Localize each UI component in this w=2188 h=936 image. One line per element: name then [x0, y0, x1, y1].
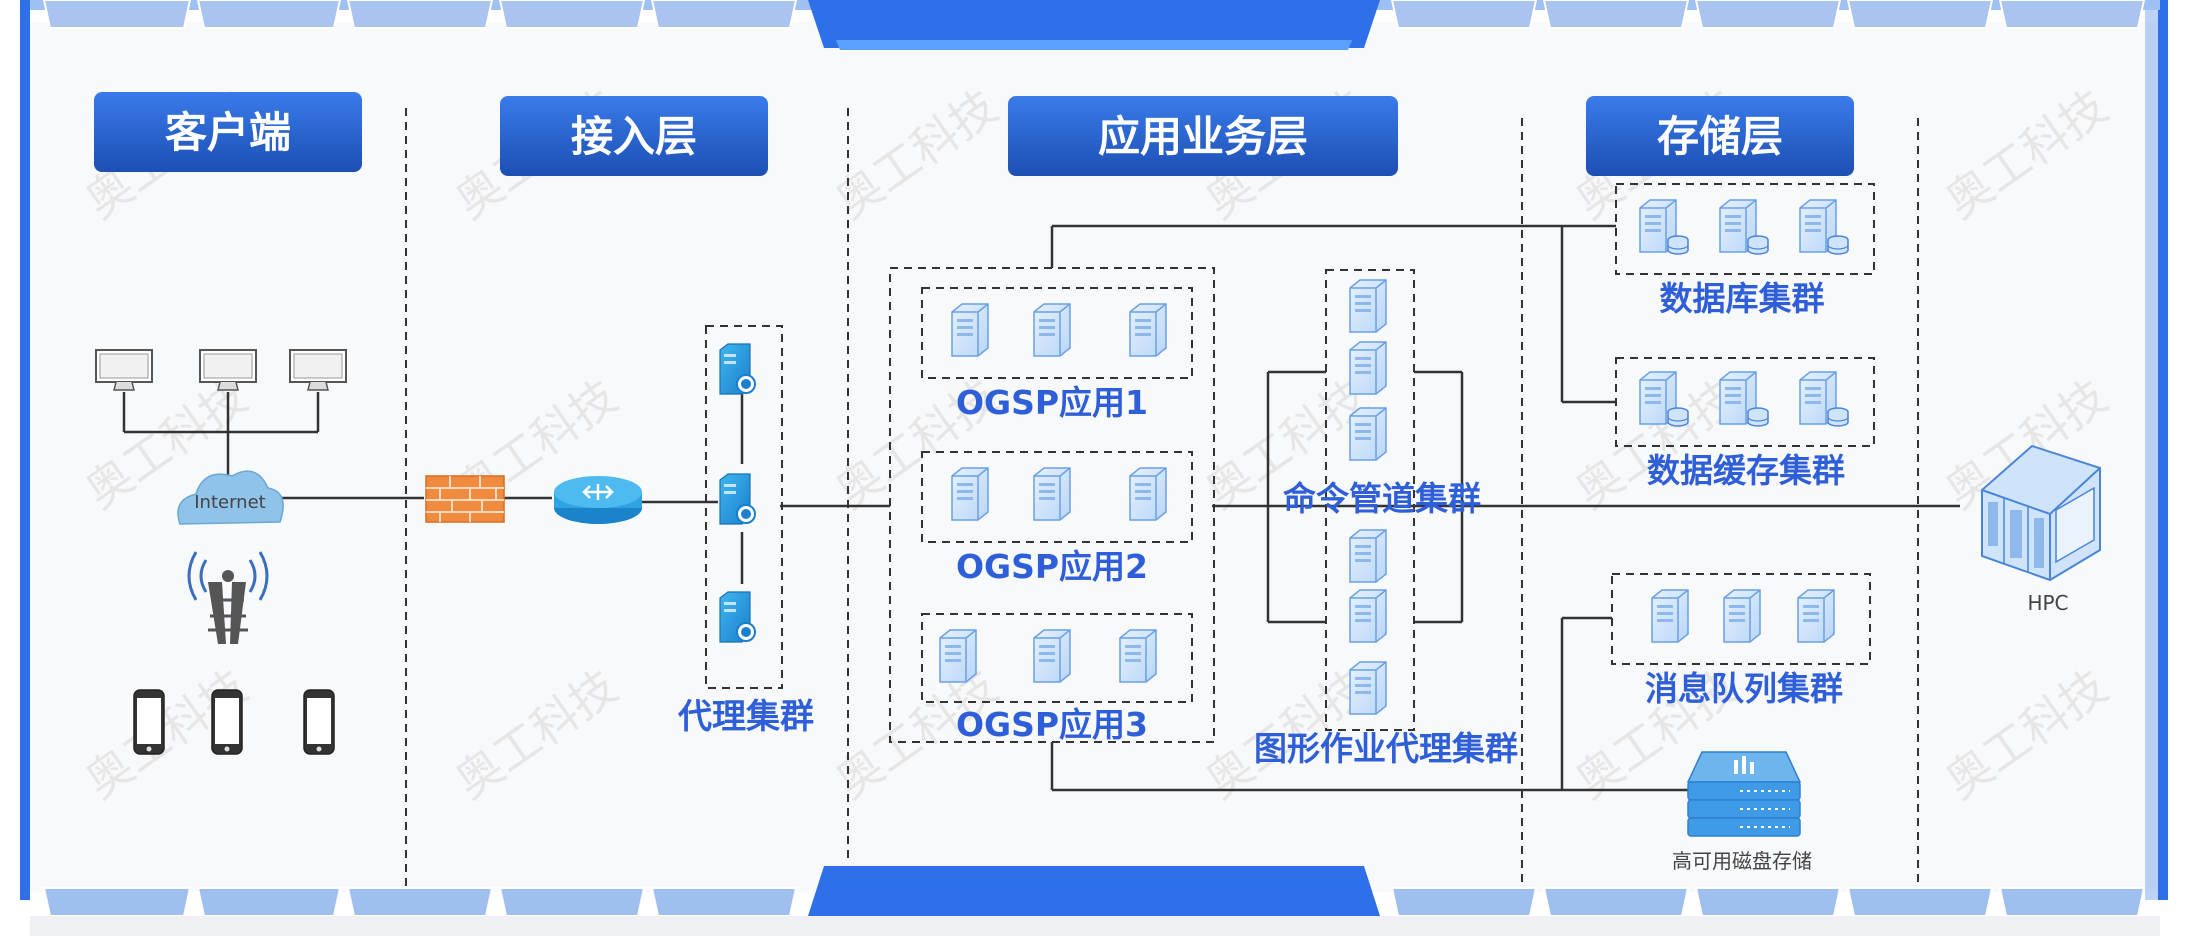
- frame-right: [2158, 0, 2168, 900]
- proxy-server-icon: [719, 473, 756, 525]
- ogsp-app-1: OGSP应用1: [921, 287, 1193, 422]
- ogsp-app-3-label: OGSP应用3: [956, 705, 1148, 744]
- router-icon: [554, 476, 642, 524]
- db-cluster: 数据库集群: [1615, 183, 1875, 318]
- server-icon: [1033, 629, 1071, 683]
- mq-cluster-label: 消息队列集群: [1645, 669, 1843, 708]
- top-frame-bar: [30, 0, 2160, 50]
- ogsp-app-3: OGSP应用3: [921, 613, 1193, 744]
- cache-cluster: 数据缓存集群: [1615, 357, 1875, 490]
- layer-header-storage: 存储层: [1586, 96, 1854, 176]
- server-icon: [1349, 279, 1387, 333]
- signal-tower-icon: [187, 551, 269, 644]
- layer-header-access: 接入层: [500, 96, 768, 176]
- phone-icon: [133, 689, 165, 755]
- proxy-server-icon: [719, 343, 756, 395]
- cloud-icon: Internet: [177, 470, 284, 525]
- layer-title-client: 客户端: [165, 108, 291, 157]
- server-icon: [1349, 529, 1387, 583]
- server-icon: [939, 629, 977, 683]
- ogsp-app-1-label: OGSP应用1: [956, 383, 1148, 422]
- server-icon: [1349, 341, 1387, 395]
- frame-left: [20, 0, 30, 900]
- internet-label: Internet: [194, 492, 265, 513]
- db-cluster-label: 数据库集群: [1660, 279, 1825, 318]
- proxy-server-icon: [719, 591, 756, 643]
- server-icon: [1349, 661, 1387, 715]
- graphics-proxy-label: 图形作业代理集群: [1254, 729, 1518, 768]
- hpc-label: HPC: [2027, 591, 2068, 615]
- phone-icon: [211, 689, 243, 755]
- ogsp-app-2-label: OGSP应用2: [956, 547, 1148, 586]
- command-pipeline-cluster: 命令管道集群 图形作业代理集群: [1254, 269, 1518, 768]
- server-icon: [1349, 407, 1387, 461]
- layer-title-application: 应用业务层: [1098, 112, 1308, 161]
- server-icon: [1129, 467, 1167, 521]
- cache-cluster-label: 数据缓存集群: [1647, 451, 1845, 490]
- connection-lines: [122, 224, 1960, 792]
- server-icon: [951, 303, 989, 357]
- command-pipeline-label: 命令管道集群: [1283, 479, 1481, 518]
- server-icon: [1119, 629, 1157, 683]
- server-icon: [1723, 589, 1761, 643]
- firewall-icon: [425, 475, 505, 523]
- server-icon: [1129, 303, 1167, 357]
- bottom-frame-bar: [30, 866, 2160, 936]
- mq-cluster: 消息队列集群: [1611, 573, 1871, 708]
- disk-storage-icon: 高可用磁盘存储: [1672, 751, 1812, 873]
- server-icon: [1651, 589, 1689, 643]
- layer-title-access: 接入层: [571, 112, 697, 161]
- proxy-cluster-label: 代理集群: [677, 697, 814, 737]
- server-icon: [1033, 467, 1071, 521]
- server-icon: [1033, 303, 1071, 357]
- ogsp-app-2: OGSP应用2: [921, 451, 1193, 586]
- server-icon: [951, 467, 989, 521]
- hpc-cabinet-icon: HPC: [1981, 444, 2101, 615]
- server-icon: [1797, 589, 1835, 643]
- disk-storage-label: 高可用磁盘存储: [1672, 849, 1812, 873]
- server-icon: [1349, 589, 1387, 643]
- layer-header-client: 客户端: [94, 92, 362, 172]
- layer-header-application: 应用业务层: [1008, 96, 1398, 176]
- layer-title-storage: 存储层: [1657, 112, 1783, 161]
- ogsp-app-group: [889, 267, 1215, 743]
- proxy-cluster: 代理集群: [677, 325, 814, 737]
- layer-dividers: [405, 108, 1919, 886]
- phone-icon: [303, 689, 335, 755]
